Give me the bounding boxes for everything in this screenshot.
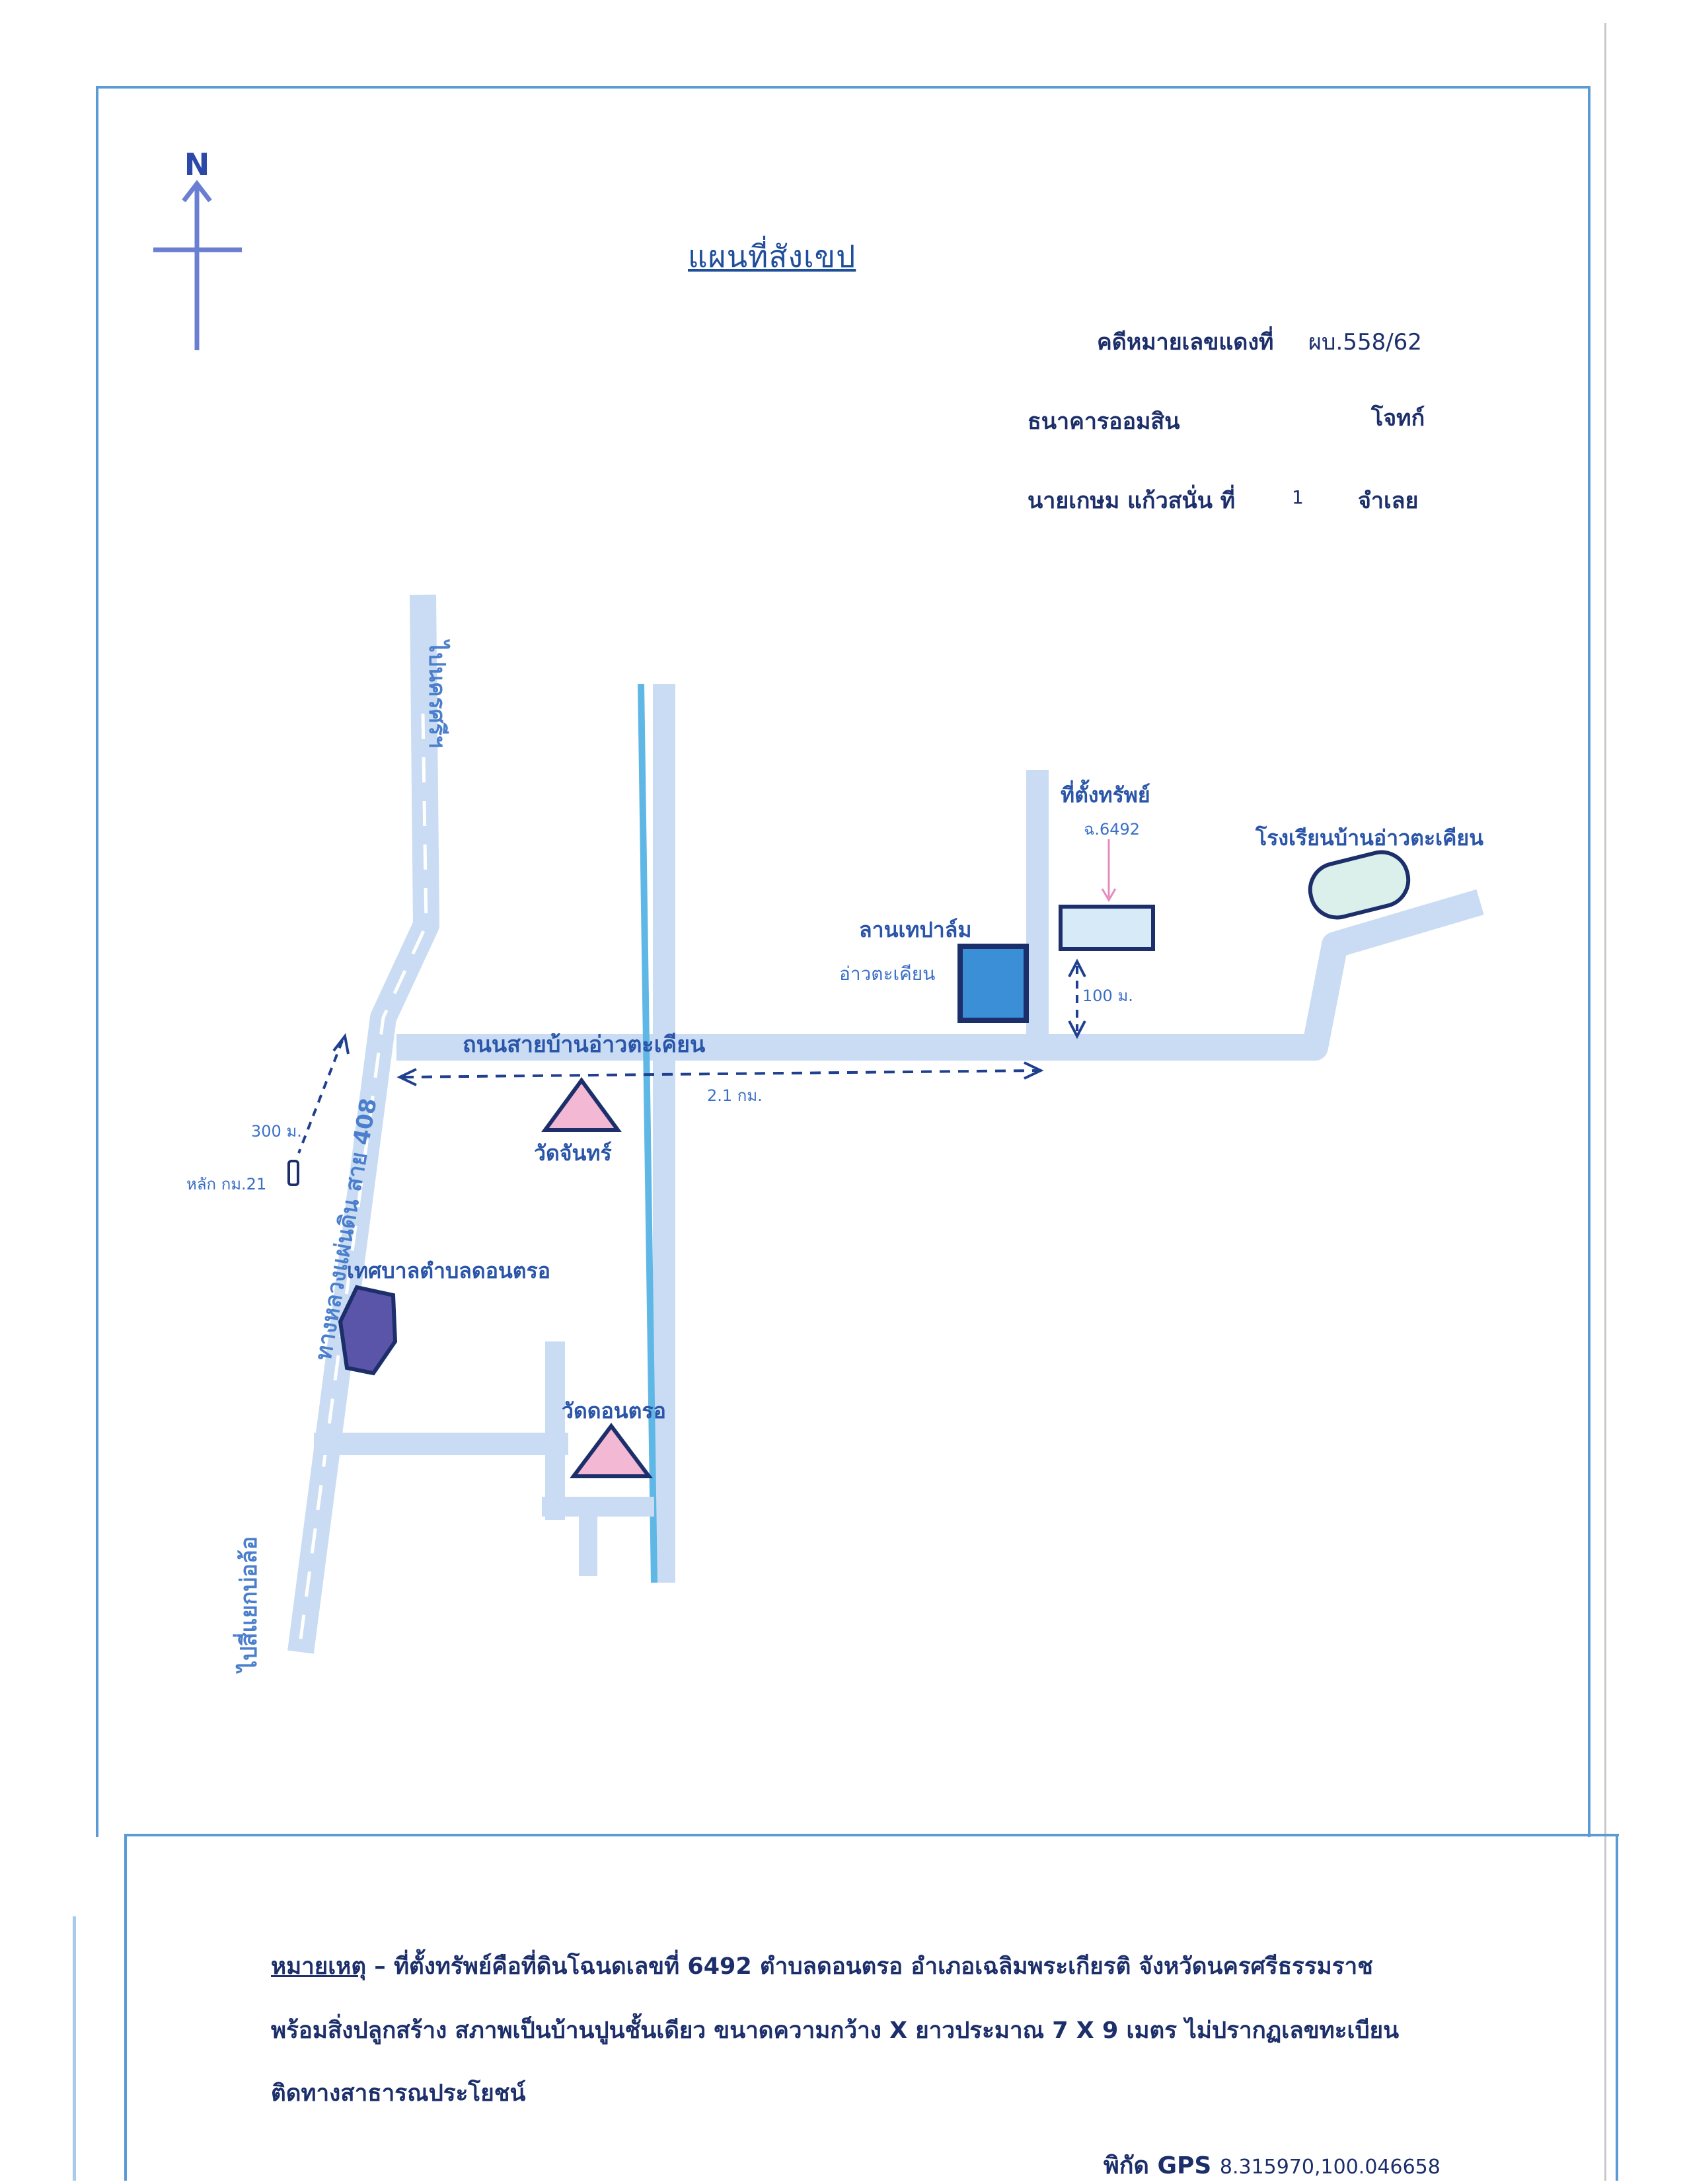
property-pointer-head	[1101, 888, 1117, 902]
canal	[638, 683, 657, 1583]
plaintiff-name: ธนาคารออมสิน	[1028, 408, 1180, 435]
scan-edge-line	[1604, 23, 1606, 2181]
label-palm-yard-sub: อ่าวตะเคียน	[839, 963, 936, 985]
north-label: N	[184, 147, 210, 182]
defendant-role: จำเลย	[1358, 488, 1419, 514]
label-deed: ฉ.6492	[1084, 820, 1141, 839]
dist-2-1-arrow	[402, 1069, 1038, 1078]
frame-right-lower	[1616, 1834, 1618, 2181]
note-line-1-text: – ที่ตั้งทรัพย์คือที่ดินโฉนดเลขที่ 6492 …	[374, 1953, 1373, 1980]
label-property: ที่ตั้งทรัพย์	[1061, 782, 1150, 808]
note-line-3: ติดทางสาธารณประโยชน์	[271, 2080, 526, 2107]
page-title: แผนที่สังเขป	[688, 239, 856, 274]
label-palm-yard: ลานเทปาล์ม	[859, 917, 972, 942]
dist-2-1-head-right	[1024, 1061, 1044, 1080]
palm-yard-marker	[957, 944, 1029, 1023]
gps-value: 8.315970,100.046658	[1219, 2156, 1441, 2179]
property-box	[1059, 905, 1155, 951]
note-heading: หมายเหตุ	[271, 1953, 367, 1980]
dist-300-arrow	[297, 1040, 344, 1154]
frame-left	[96, 86, 98, 1837]
gps-label: พิกัด GPS	[1104, 2152, 1212, 2179]
frame-left-lower	[124, 1834, 127, 2181]
label-school: โรงเรียนบ้านอ่าวตะเคียน	[1255, 825, 1483, 850]
label-dist-2-1: 2.1 กม.	[707, 1086, 763, 1105]
frame-top	[96, 86, 1591, 89]
municipality-marker	[338, 1285, 398, 1376]
defendant-name: นายเกษม แก้วสนั่น ที่	[1028, 488, 1236, 514]
plaintiff-role: โจทก์	[1371, 405, 1425, 432]
roads	[287, 594, 1484, 1654]
wat-chan-marker	[541, 1076, 622, 1132]
dist-100-head-bottom	[1068, 1020, 1086, 1039]
frame-divider	[124, 1834, 1619, 1836]
note-line-1: หมายเหตุ – ที่ตั้งทรัพย์คือที่ดินโฉนดเลข…	[271, 1948, 1566, 1984]
case-number-label: คดีหมายเลขแดงที่	[1097, 329, 1274, 356]
label-dist-300: 300 ม.	[251, 1122, 302, 1141]
dist-100-head-top	[1068, 958, 1086, 977]
frame-right	[1588, 86, 1591, 1837]
village-road	[396, 889, 1484, 1061]
scan-left-line	[73, 1916, 76, 2181]
dist-2-1-head-left	[396, 1068, 417, 1086]
label-municipality: เทศบาลตำบลดอนตรอ	[347, 1258, 550, 1283]
label-road-north: ไปนครศรีฯ	[424, 639, 451, 748]
wat-don-tro-marker	[570, 1423, 653, 1478]
label-road-south: ไปสี่แยกบ่อล้อ	[233, 1536, 262, 1674]
gps-line: พิกัด GPS 8.315970,100.046658	[1104, 2146, 1441, 2184]
label-village-road: ถนนสายบ้านอ่าวตะเคียน	[463, 1032, 706, 1058]
case-number-value: ผบ.558/62	[1308, 329, 1422, 356]
label-dist-100: 100 ม.	[1082, 987, 1133, 1005]
sketch-map: ไปนครศรีฯ ไปสี่แยกบ่อล้อ ทางหลวงแผ่นดิน …	[233, 594, 1484, 1674]
dist-300-head	[332, 1033, 350, 1055]
north-arrow-icon: N	[153, 147, 242, 350]
km-post-marker	[287, 1160, 299, 1186]
label-wat-chan: วัดจันทร์	[534, 1141, 612, 1166]
defendant-number: 1	[1292, 486, 1304, 508]
label-km-post: หลัก กม.21	[186, 1175, 267, 1193]
label-wat-don-tro: วัดดอนตรอ	[562, 1398, 666, 1423]
distance-arrows	[297, 958, 1086, 1154]
school-marker	[1308, 850, 1411, 920]
note-line-2: พร้อมสิ่งปลูกสร้าง สภาพเป็นบ้านปูนชั้นเด…	[271, 2017, 1400, 2044]
